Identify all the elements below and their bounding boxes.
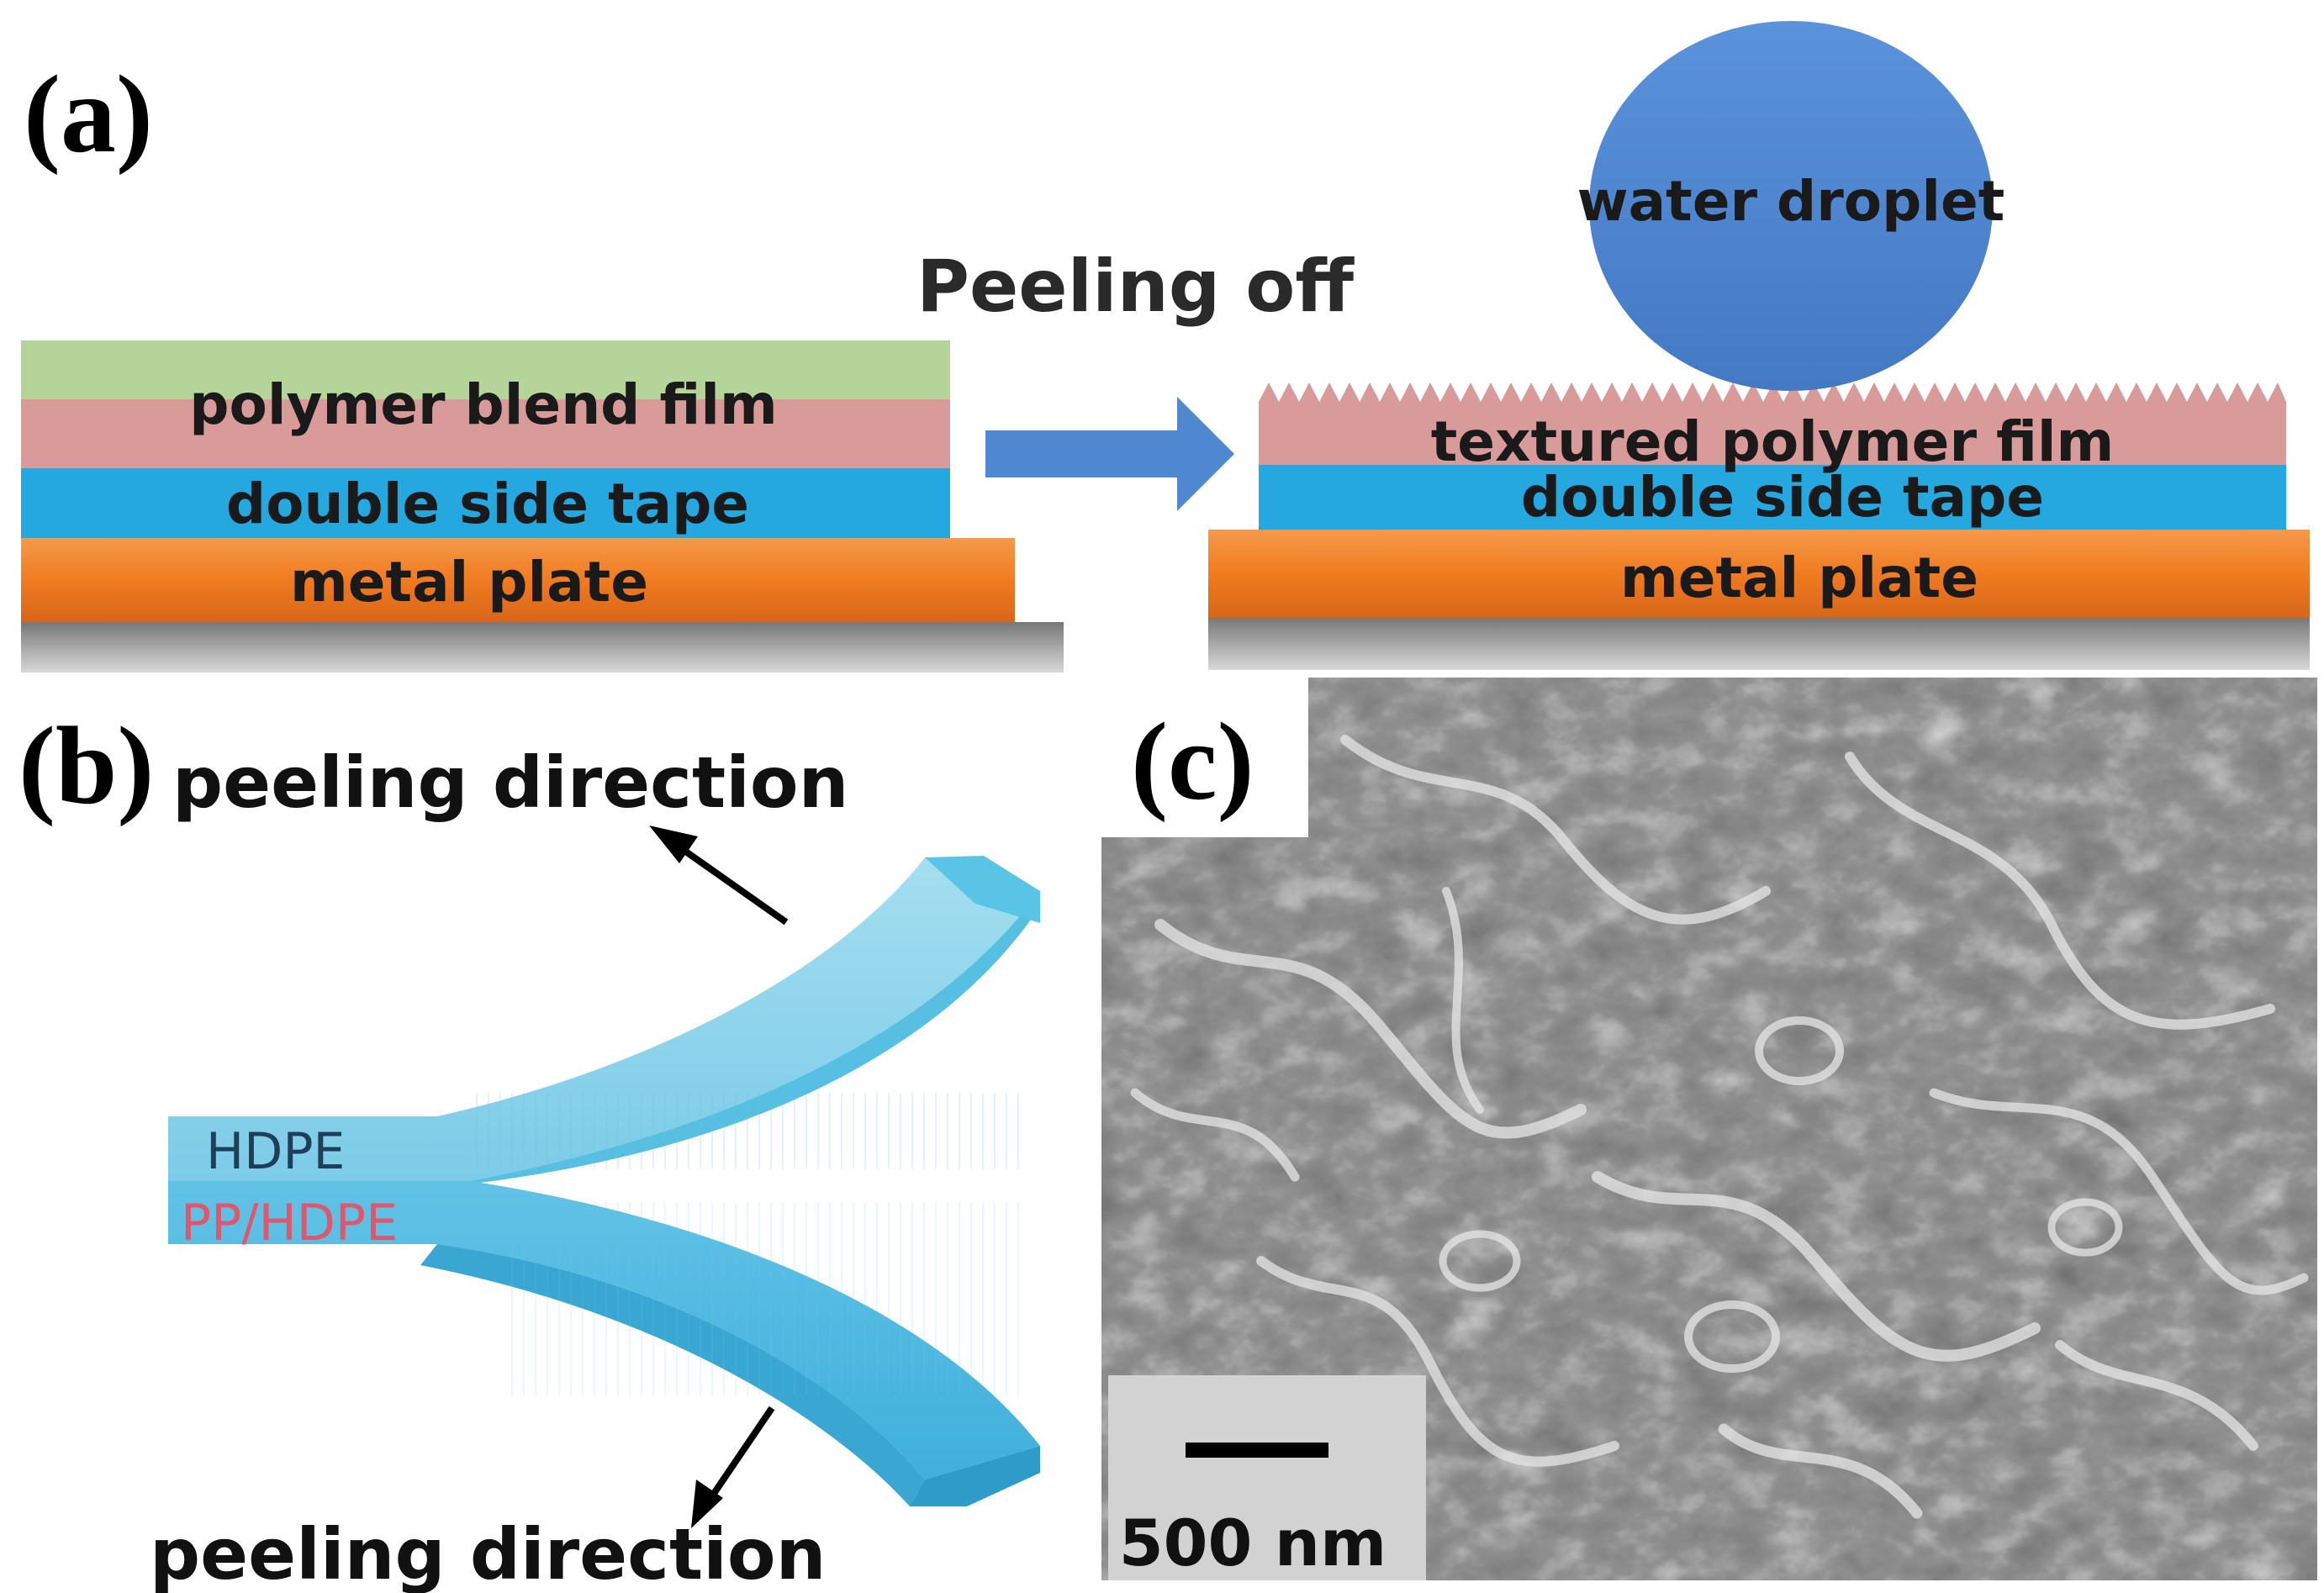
after-shadow [1208,618,2310,670]
pp-hdpe-label: PP/HDPE [181,1194,398,1253]
before-plate-label: metal plate [290,550,648,615]
scale-bar-box: 500 nm [1108,1375,1426,1580]
before-tape-label: double side tape [226,472,749,536]
fibril-zone-top [471,1093,1026,1168]
before-stack: polymer blend film double side tape meta… [21,340,1064,673]
hdpe-strip-end [925,856,1040,923]
panel-a: (a) polymer blend film double side tape … [21,21,2310,673]
after-double-side-tape [1259,465,2286,532]
after-tape-label: double side tape [1521,465,2044,530]
panel-c-label-bg [1101,678,1308,837]
fibril-zone-bottom [504,1202,1026,1395]
after-stack: water droplet textured polymer film doub… [1208,21,2310,670]
water-droplet [1589,21,1993,391]
textured-polymer-film [1259,382,2286,467]
sem-fibrils [1130,735,2309,1519]
panel-a-label: (a) [24,52,153,176]
before-shadow [21,622,1064,673]
after-film-label: textured polymer film [1431,409,2115,474]
process-arrow [985,397,1234,511]
top-peeling-direction-label: peeling direction [172,741,848,824]
peeling-off-label: Peeling off [916,245,1355,329]
before-double-side-tape [21,468,950,538]
peeling-off-step: Peeling off [916,245,1355,511]
scale-bar [1186,1443,1328,1458]
hdpe-label: HDPE [206,1122,345,1181]
panel-b-label: (b) [18,704,154,827]
before-film-label: polymer blend film [189,372,777,437]
bottom-peeling-direction-label: peeling direction [150,1513,826,1593]
polymer-blend-film-pink [21,399,950,468]
after-plate-label: metal plate [1620,546,1978,610]
water-droplet-label: water droplet [1577,169,2005,234]
top-direction-arrow [649,826,789,926]
pp-hdpe-strip-side [420,1244,925,1506]
panel-c-label: (c) [1131,699,1254,823]
hdpe-strip [168,856,1040,1185]
before-metal-plate [21,538,1015,622]
pp-hdpe-strip [168,1181,1040,1506]
pp-hdpe-strip-end [910,1446,1040,1506]
polymer-blend-film-green [21,340,950,399]
panel-c: (c) 500 nm [1101,678,2317,1580]
panel-b: (b) peeling direction peeling direction … [18,704,1040,1593]
bottom-direction-arrow [691,1406,775,1528]
after-metal-plate [1208,530,2310,618]
scale-bar-label: 500 nm [1119,1506,1386,1580]
